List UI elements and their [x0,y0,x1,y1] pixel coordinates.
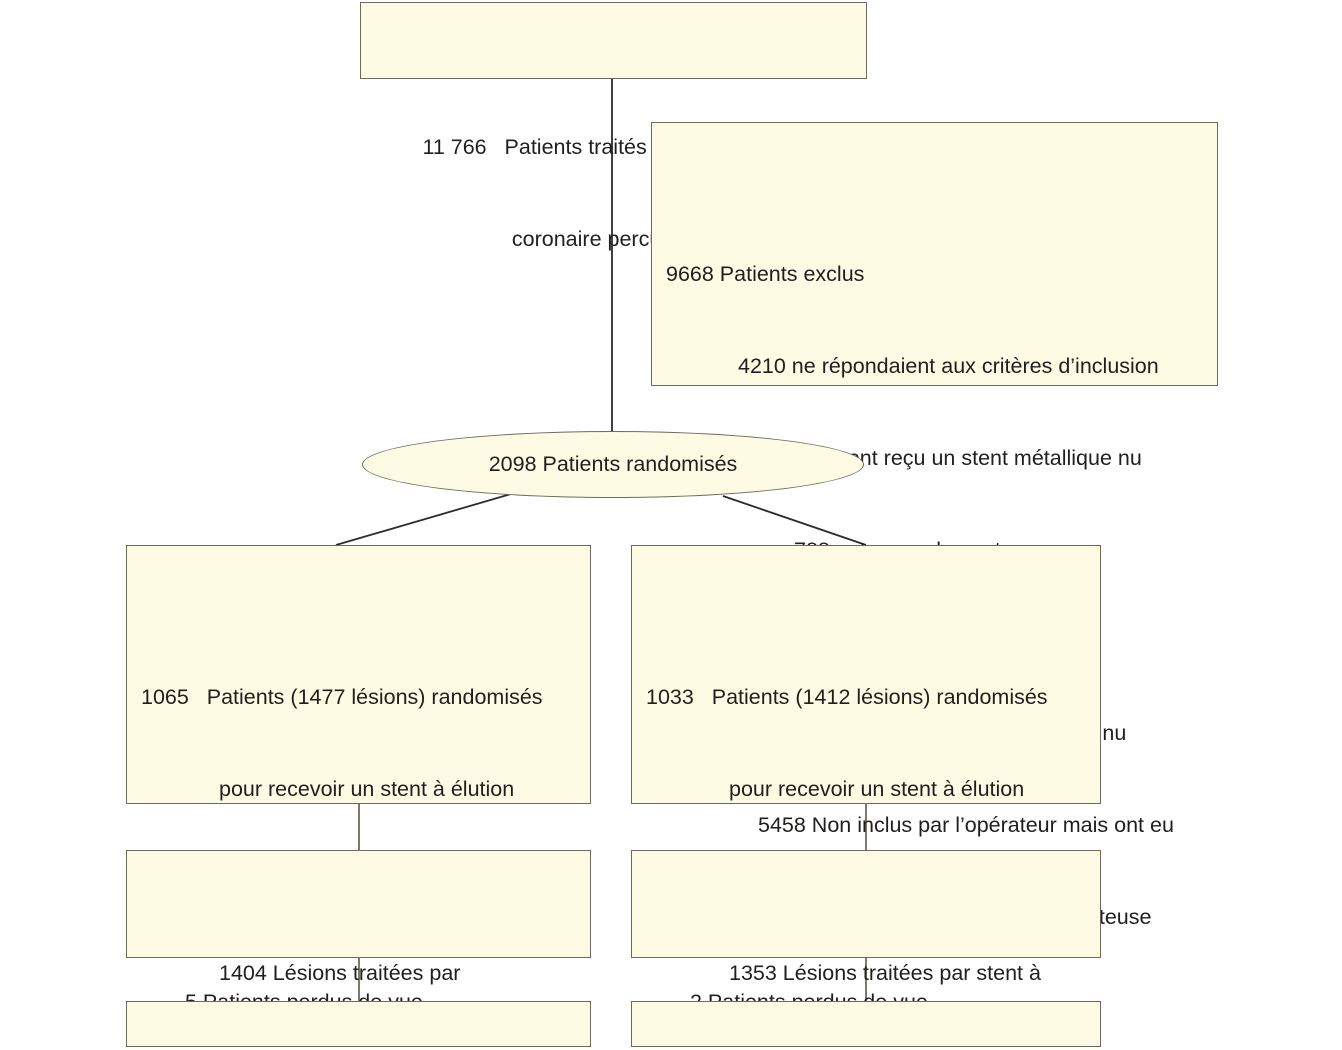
node-analysis-sirolimus: 1065 Patients inclus dans l’analyse [126,1001,591,1047]
sirolimus-treated-lesions: 1404 Lésions traitées par [219,960,461,985]
node-arm-paclitaxel: 1033 Patients (1412 lésions) randomisés … [631,545,1101,985]
paclitaxel-line-1: 1033 Patients (1412 lésions) randomisés [646,685,1048,710]
excluded-reason-1: 4210 ne répondaient aux critères d’inclu… [738,354,1159,379]
node-patients-excluded: 9668 Patients exclus 4210 ne répondaient… [651,122,1218,929]
randomized-label: 2098 Patients randomisés [488,452,738,477]
sirolimus-line-1: 1065 Patients (1477 lésions) randomisés [141,685,543,710]
paclitaxel-line-2: pour recevoir un stent à élution [729,777,1025,802]
excluded-heading: 9668 Patients exclus [666,262,865,287]
node-lost-to-followup-paclitaxel: 2 Patients perdus de vue (émigrés du Dan… [631,850,1101,1014]
node-arm-sirolimus: 1065 Patients (1477 lésions) randomisés … [126,545,591,985]
paclitaxel-treated-lesions: 1353 Lésions traitées par stent à [729,960,1041,985]
node-patients-treated: 11 766 Patients traités par angioplastie… [360,2,867,251]
node-analysis-paclitaxel: 1033 Patients inclus dans l’analyse [631,1001,1101,1047]
node-patients-randomized: 2098 Patients randomisés [362,431,864,498]
sirolimus-line-2: pour recevoir un stent à élution [219,777,515,802]
node-lost-to-followup-sirolimus: 5 Patients perdus de vue (émigrés du Dan… [126,850,591,1014]
edge-randomized-to-sirolimus [335,493,512,546]
